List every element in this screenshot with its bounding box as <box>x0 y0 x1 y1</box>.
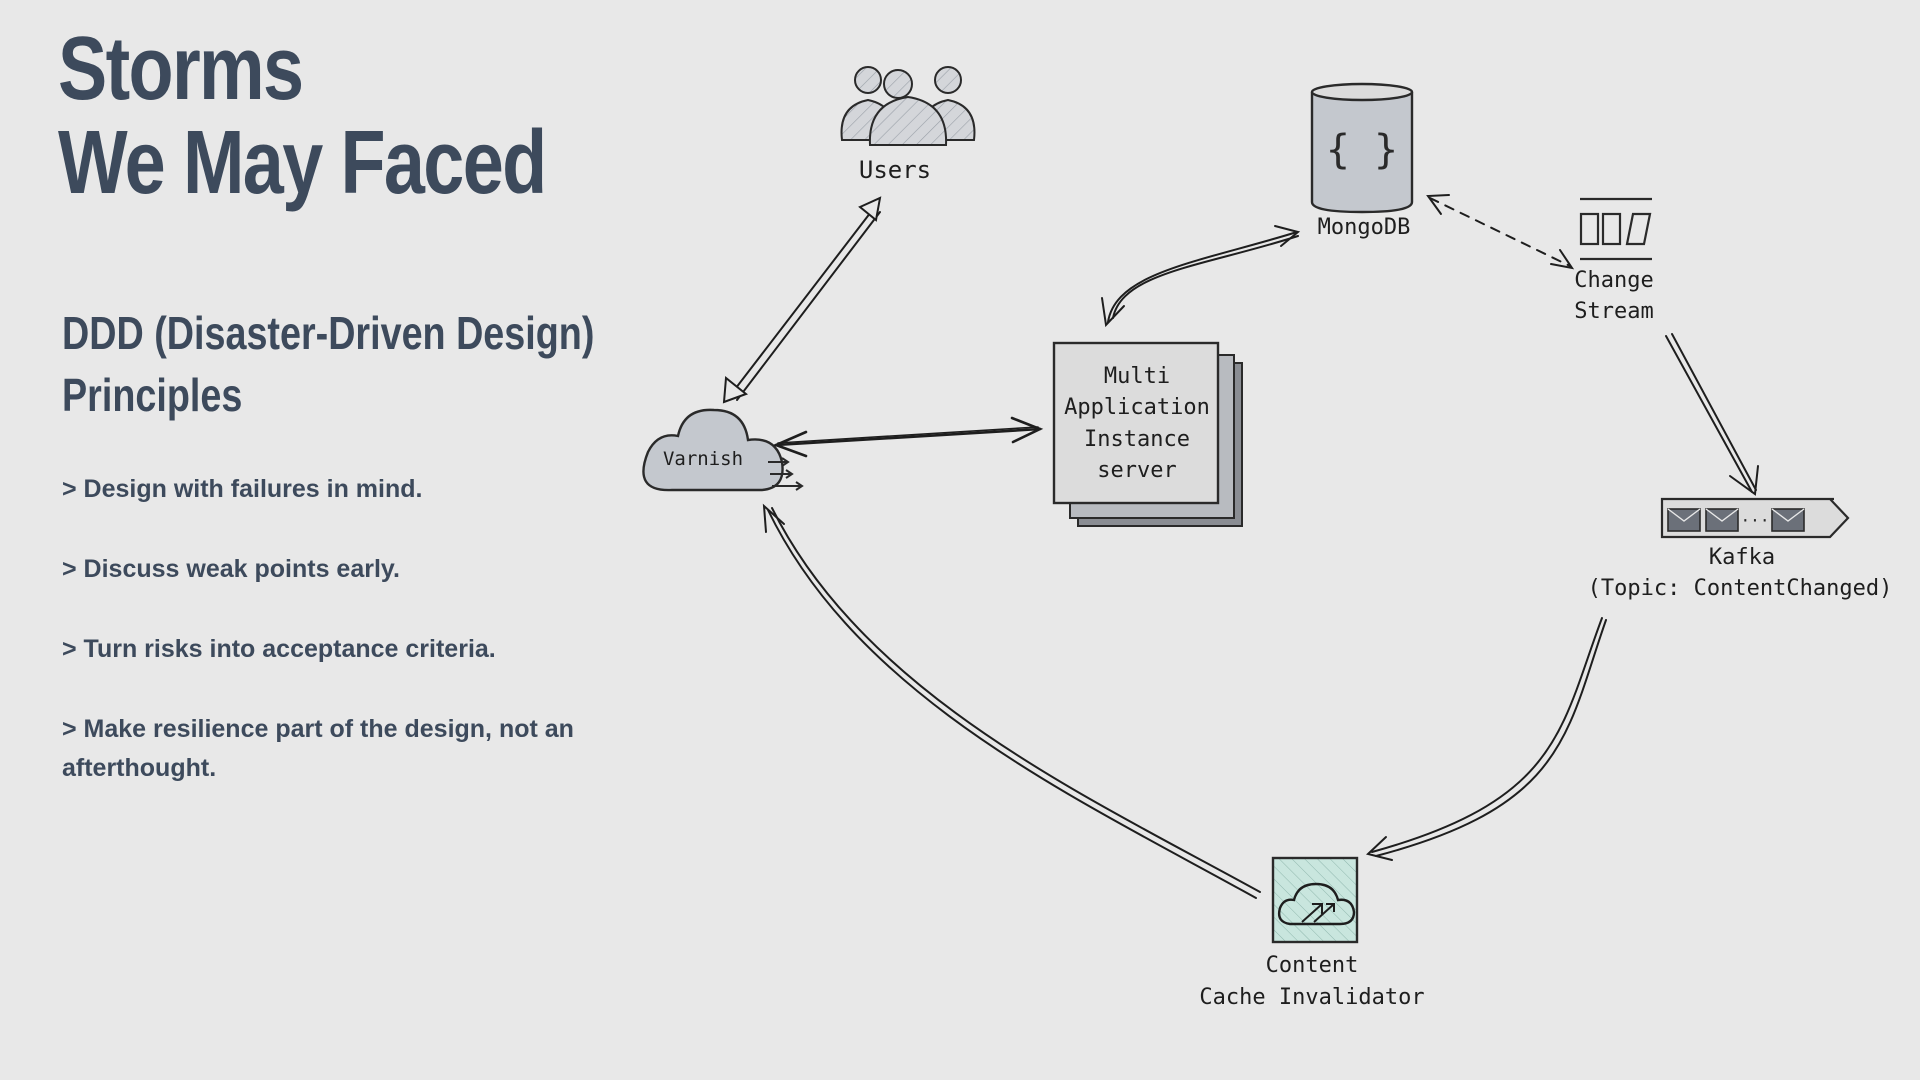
database-icon: { } <box>1310 82 1414 214</box>
json-glyph: { } <box>1326 127 1398 173</box>
principle-item: > Make resilience part of the design, no… <box>62 715 574 782</box>
principle-item: > Design with failures in mind. <box>62 475 423 503</box>
arrow-mongodb-changestream <box>1426 194 1575 270</box>
arrow-invalidator-varnish <box>762 503 1261 899</box>
kafka-label-2: (Topic: ContentChanged) <box>1588 576 1893 601</box>
varnish-label: Varnish <box>663 448 743 470</box>
app-label-3: Instance <box>1084 427 1190 452</box>
queue-icon: ··· <box>1660 497 1850 539</box>
stream-icon <box>1579 197 1652 261</box>
slide-title: Storms We May Faced <box>58 19 547 213</box>
slide-subtitle: DDD (Disaster-Driven Design) Principles <box>62 302 594 426</box>
principle-item: > Discuss weak points early. <box>62 555 400 583</box>
cloud-sync-icon <box>1271 856 1359 944</box>
principle-item: > Turn risks into acceptance criteria. <box>62 635 496 663</box>
app-label-1: Multi <box>1104 364 1170 389</box>
change-stream-node: Change Stream <box>1574 197 1654 324</box>
change-stream-label-1: Change <box>1574 268 1653 293</box>
users-icon <box>840 66 976 146</box>
app-label-2: Application <box>1064 395 1210 420</box>
change-stream-label-2: Stream <box>1574 299 1653 324</box>
arrow-app-mongodb <box>1101 225 1301 328</box>
mongodb-label: MongoDB <box>1318 215 1411 240</box>
kafka-label-1: Kafka <box>1709 545 1775 570</box>
kafka-node: ··· Kafka (Topic: ContentChanged) <box>1588 497 1893 601</box>
arrow-kafka-invalidator <box>1365 617 1607 861</box>
flow-lines-icon <box>768 457 804 491</box>
invalidator-label-2: Cache Invalidator <box>1199 985 1424 1010</box>
arrow-changestream-kafka <box>1665 333 1759 496</box>
invalidator-label-1: Content <box>1266 953 1359 978</box>
arrow-varnish-users <box>722 196 882 404</box>
users-label: Users <box>859 156 931 184</box>
title-line-1: Storms <box>58 19 304 119</box>
mongodb-node: { } MongoDB <box>1310 82 1414 240</box>
users-node: Users <box>840 66 976 184</box>
invalidator-node: Content Cache Invalidator <box>1199 856 1425 1010</box>
ellipsis-dots: ··· <box>1741 511 1770 530</box>
subtitle-line-1: DDD (Disaster-Driven Design) <box>62 307 595 359</box>
principles-list: > Design with failures in mind. > Discus… <box>62 470 622 829</box>
app-server-node: Multi Application Instance server <box>1052 341 1243 527</box>
title-line-2: We May Faced <box>58 113 547 213</box>
varnish-node: Varnish <box>642 408 804 492</box>
arrow-varnish-app <box>772 416 1044 458</box>
subtitle-line-2: Principles <box>62 369 243 421</box>
app-label-4: server <box>1097 458 1176 483</box>
